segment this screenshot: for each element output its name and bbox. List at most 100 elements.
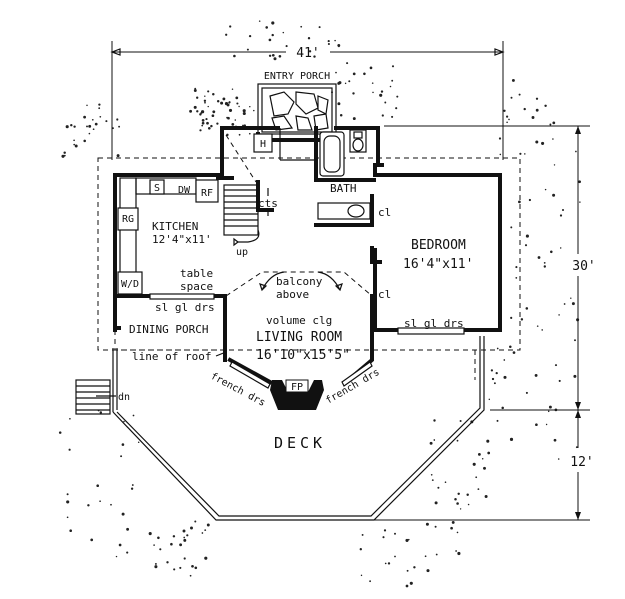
landscaping-dot <box>226 103 230 107</box>
landscaping-dot <box>90 538 94 542</box>
landscaping-dot <box>545 423 548 426</box>
staircase-up: up <box>223 134 260 258</box>
landscaping-dot <box>352 92 355 95</box>
landscaping-dot <box>405 584 409 588</box>
landscaping-dot <box>327 42 330 46</box>
landscaping-dot <box>506 121 508 124</box>
dimension-width: 41' <box>110 41 505 160</box>
landscaping-dot <box>558 314 560 316</box>
staircase-down: dn <box>75 379 130 415</box>
landscaping-dot <box>189 574 192 577</box>
dining-porch-label: DINING PORCH <box>129 323 208 336</box>
landscaping-dot <box>105 120 108 123</box>
landscaping-dot <box>360 574 363 577</box>
landscaping-dot <box>579 201 581 203</box>
deck-label: DECK <box>274 434 326 452</box>
landscaping-dot <box>271 21 275 25</box>
landscaping-dot <box>179 566 182 569</box>
landscaping-dot <box>86 125 88 128</box>
landscaping-dot <box>96 484 100 488</box>
landscaping-dot <box>408 538 410 541</box>
landscaping-dot <box>575 446 578 449</box>
landscaping-dot <box>186 534 189 537</box>
landscaping-dot <box>271 53 275 57</box>
landscaping-dot <box>466 493 469 497</box>
landscaping-dot <box>431 479 434 481</box>
landscaping-dot <box>206 523 210 527</box>
landscaping-dot <box>154 565 158 569</box>
landscaping-dot <box>116 118 119 121</box>
entry-porch: ENTRY PORCH <box>257 71 337 135</box>
landscaping-dot <box>363 72 366 76</box>
landscaping-dot <box>454 498 457 501</box>
landscaping-dot <box>524 153 526 155</box>
landscaping-dot <box>137 441 140 444</box>
french-doors-right: french drs <box>324 361 382 407</box>
landscaping-dot <box>547 410 550 413</box>
living-room-size: 16'10"x15'5" <box>256 348 350 363</box>
landscaping-dot <box>238 133 241 136</box>
landscaping-dot <box>166 561 169 564</box>
landscaping-dot <box>228 101 231 104</box>
landscaping-dot <box>535 140 539 144</box>
landscaping-dot <box>541 141 545 145</box>
landscaping-dot <box>501 406 504 410</box>
landscaping-dot <box>327 40 330 43</box>
landscaping-dot <box>170 542 173 546</box>
dimension-depth: 30' 12' <box>374 125 596 521</box>
landscaping-dot <box>380 90 384 93</box>
landscaping-dot <box>541 329 543 331</box>
landscaping-dot <box>226 116 229 119</box>
landscaping-dot <box>384 101 387 104</box>
landscaping-dot <box>307 37 311 40</box>
landscaping-dot <box>207 90 210 93</box>
landscaping-dot <box>199 129 202 132</box>
landscaping-dot <box>222 97 226 101</box>
range <box>117 207 139 231</box>
bath-label: BATH <box>330 182 357 195</box>
landscaping-dot <box>396 95 399 98</box>
landscaping-dot <box>578 180 581 184</box>
landscaping-dot <box>189 109 193 113</box>
landscaping-dot <box>483 466 486 470</box>
landscaping-dot <box>118 125 121 128</box>
landscaping-dot <box>300 25 303 28</box>
landscaping-dot <box>535 97 539 100</box>
landscaping-dot <box>510 96 513 99</box>
water-heater: H <box>253 133 273 153</box>
landscaping-dot <box>509 345 512 349</box>
landscaping-dot <box>434 501 438 505</box>
landscaping-dot <box>183 536 186 539</box>
landscaping-dot <box>268 38 272 42</box>
landscaping-dot <box>58 431 62 434</box>
landscaping-dot <box>225 33 228 36</box>
landscaping-dot <box>346 62 349 65</box>
landscaping-dot <box>395 107 398 110</box>
bedroom: BEDROOM 16'4"x11' cl sl gl drs <box>378 175 488 335</box>
landscaping-dot <box>548 405 552 409</box>
landscaping-dot <box>444 481 447 484</box>
landscaping-dot <box>207 105 209 108</box>
landscaping-dot <box>99 500 101 503</box>
landscaping-dot <box>490 369 494 372</box>
landscaping-dot <box>73 139 75 142</box>
landscaping-dot <box>204 529 207 531</box>
bath-closet-label: cl <box>378 206 391 219</box>
landscaping-dot <box>210 124 213 128</box>
landscaping-dot <box>383 529 387 532</box>
landscaping-dot <box>88 124 92 128</box>
landscaping-dot <box>425 522 429 526</box>
landscaping-dot <box>352 72 356 76</box>
landscaping-dot <box>557 458 560 460</box>
landscaping-dot <box>511 78 515 82</box>
landscaping-dot <box>434 525 437 528</box>
bedroom-name: BEDROOM <box>411 238 466 253</box>
landscaping-dot <box>201 119 205 122</box>
kitchen: S DW RF RG W/D KITCHEN 12'4"x11' table s… <box>117 177 219 314</box>
landscaping-dot <box>512 351 516 354</box>
landscaping-dot <box>212 110 216 114</box>
landscaping-dot <box>63 151 66 154</box>
landscaping-dot <box>456 439 459 442</box>
landscaping-dot <box>496 347 499 350</box>
landscaping-dot <box>216 122 219 125</box>
